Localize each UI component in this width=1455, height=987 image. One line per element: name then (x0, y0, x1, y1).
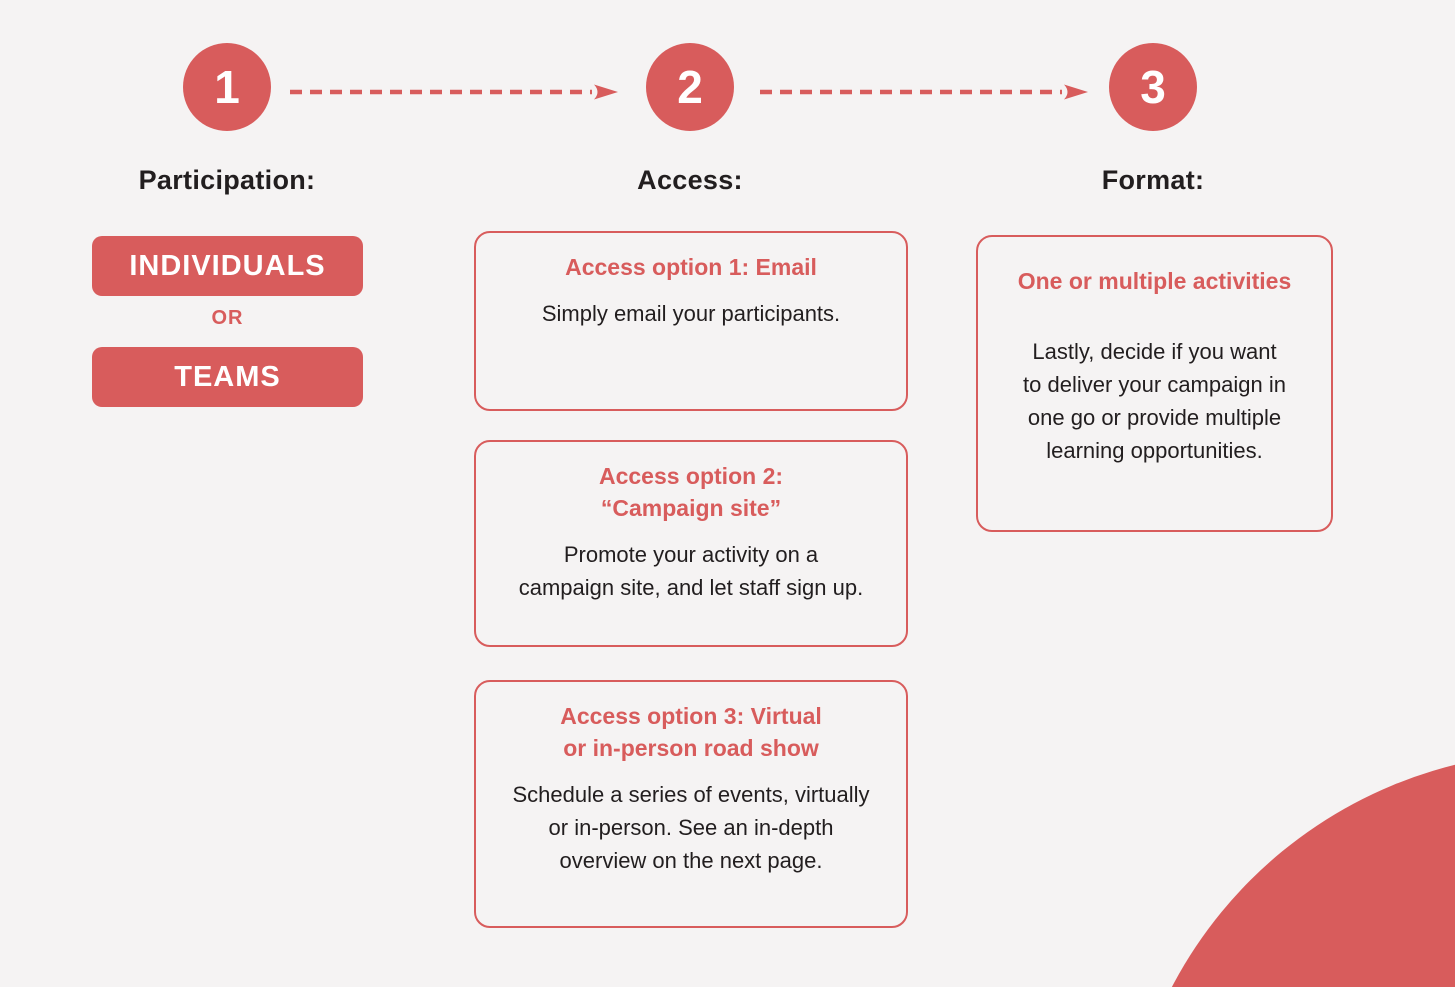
step-3-number: 3 (1140, 61, 1166, 113)
dashed-arrow-2-icon (760, 84, 1088, 100)
step-2-number: 2 (677, 61, 703, 113)
teams-pill: TEAMS (92, 347, 363, 407)
individuals-label: INDIVIDUALS (129, 249, 326, 282)
access-option-1-title: Access option 1: Email (565, 254, 817, 280)
or-separator-label: OR (211, 307, 244, 329)
access-heading: Access: (637, 165, 743, 195)
step-1-number: 1 (214, 61, 240, 113)
format-card-body: Lastly, decide if you want to deliver yo… (1023, 339, 1286, 464)
step-3-circle: 3 (1109, 43, 1197, 131)
step-1-circle: 1 (183, 43, 271, 131)
access-option-2-title: Access option 2: “Campaign site” (598, 463, 784, 522)
access-option-1-card: Access option 1: Email Simply email your… (474, 231, 908, 411)
step-2-circle: 2 (646, 43, 734, 131)
individuals-pill: INDIVIDUALS (92, 236, 363, 296)
access-option-3-title: Access option 3: Virtual or in-person ro… (560, 703, 822, 762)
format-card: One or multiple activities Lastly, decid… (976, 235, 1333, 532)
dashed-arrow-1-icon (290, 84, 618, 100)
teams-label: TEAMS (174, 360, 281, 393)
participation-heading: Participation: (138, 165, 316, 195)
access-option-3-body: Schedule a series of events, virtually o… (512, 782, 870, 874)
access-option-2-body: Promote your activity on a campaign site… (518, 542, 864, 601)
format-card-title: One or multiple activities (1017, 268, 1292, 294)
access-option-3-card: Access option 3: Virtual or in-person ro… (474, 680, 908, 928)
format-heading: Format: (1101, 165, 1205, 195)
corner-accent-shape (1122, 752, 1455, 987)
access-option-2-card: Access option 2: “Campaign site” Promote… (474, 440, 908, 647)
access-option-1-body: Simply email your participants. (541, 301, 841, 327)
